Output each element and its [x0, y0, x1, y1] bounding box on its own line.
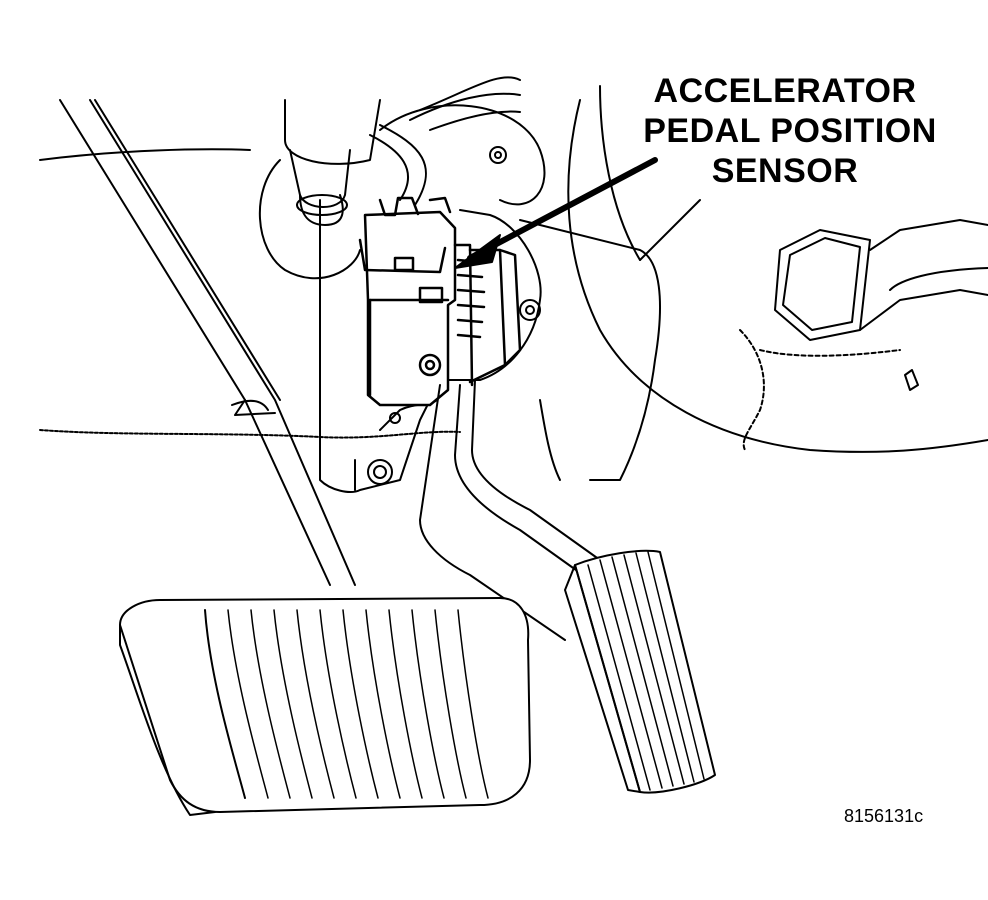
callout-label-line-3: SENSOR	[711, 152, 859, 190]
brake-pedal-pad	[119, 597, 531, 816]
wiring-harness	[369, 76, 521, 206]
brake-pedal-arm	[59, 99, 356, 586]
accelerator-pedal-pad	[564, 549, 716, 794]
accelerator-pedal-position-sensor	[358, 196, 522, 407]
figure-number: 8156131c	[844, 806, 924, 826]
callout-label-line-2: PEDAL POSITION	[643, 112, 937, 150]
floor-outline	[39, 85, 988, 453]
floor-duct	[519, 219, 988, 481]
cover-plate	[259, 104, 546, 280]
steering-column	[284, 99, 381, 226]
accelerator-pedal-arm	[419, 379, 601, 641]
callout-leader-arrow	[454, 157, 658, 269]
callout-label-line-1: ACCELERATOR	[653, 72, 917, 110]
